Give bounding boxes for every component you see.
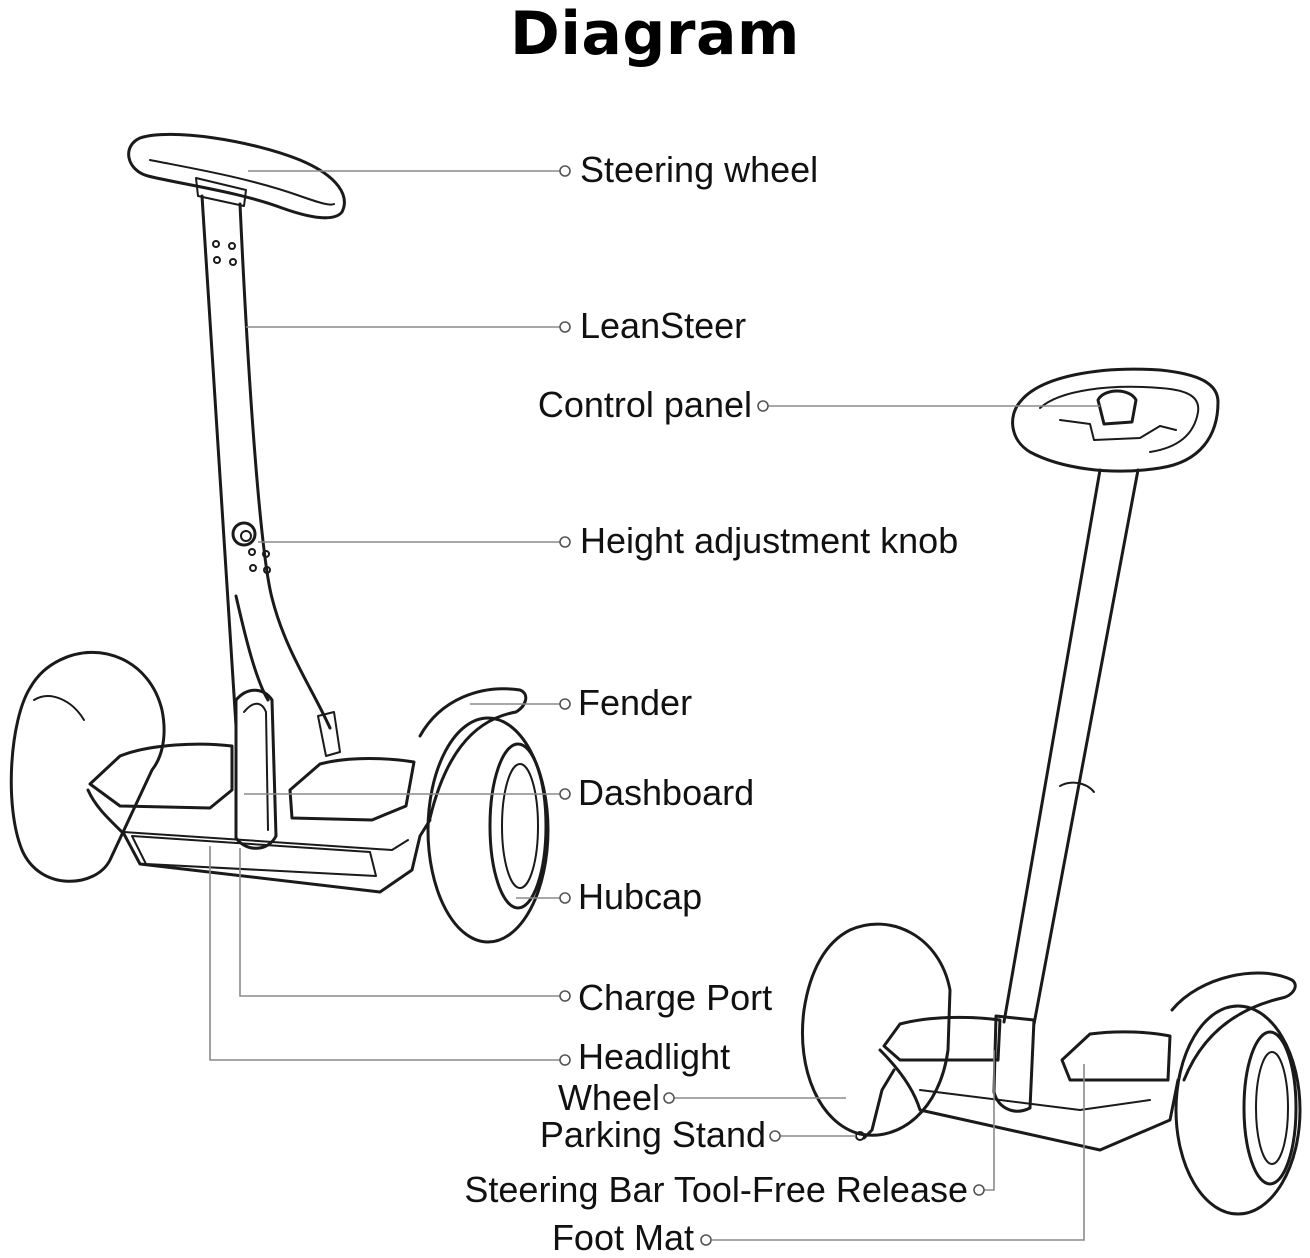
leader-dot-parking-stand <box>769 1130 781 1142</box>
left-stem-holes <box>212 240 271 574</box>
right-steering-wheel-inner <box>1039 385 1200 453</box>
right-steering-pole <box>1002 468 1102 1024</box>
leader-dot-wheel <box>663 1092 675 1104</box>
right-steering-wheel-shape <box>1011 367 1220 473</box>
right-scooter-hubcap <box>1242 1030 1298 1186</box>
left-scooter-left-wheel <box>9 650 166 883</box>
leader-dot-control-panel <box>757 400 769 412</box>
label-charge-port: Charge Port <box>578 977 773 1018</box>
leader-dot-steering-bar-release <box>973 1184 985 1196</box>
left-steering-stem-rear <box>238 202 332 730</box>
left-dashboard-inner <box>243 702 269 831</box>
right-scooter-left-wheel <box>801 922 952 1137</box>
right-pole-joint <box>1059 781 1095 793</box>
left-stem-clip <box>317 711 341 757</box>
right-scooter-fender <box>1170 971 1297 1082</box>
right-deck-lower <box>919 1089 1151 1111</box>
leader-headlight <box>209 846 560 1061</box>
left-deck-lower <box>123 831 409 851</box>
leader-dot-foot-mat <box>700 1234 712 1246</box>
right-deck-left-pad <box>882 1015 1002 1062</box>
leader-dot-charge-port <box>559 990 571 1002</box>
right-control-panel <box>1096 389 1138 426</box>
label-hubcap: Hubcap <box>578 876 703 917</box>
leader-steering-bar-release <box>984 1050 995 1191</box>
right-scooter-right-wheel <box>1174 1004 1302 1216</box>
left-height-knob <box>231 521 257 547</box>
left-scooter-fender <box>418 687 528 820</box>
right-deck-base <box>878 1048 1180 1152</box>
label-foot-mat: Foot Mat <box>551 1217 694 1258</box>
label-steering-bar-release: Steering Bar Tool-Free Release <box>464 1169 968 1210</box>
right-parking-stand <box>862 1068 896 1140</box>
left-scooter-hubcap-inner <box>501 763 539 889</box>
diagram-title: Diagram <box>510 0 800 69</box>
right-control-panel-base <box>1059 419 1177 441</box>
leader-dot-headlight <box>559 1054 571 1066</box>
left-scooter-illustration <box>9 132 550 944</box>
label-steering-wheel: Steering wheel <box>580 149 819 190</box>
label-wheel: Wheel <box>557 1077 660 1118</box>
right-steering-pole-rear <box>1032 468 1140 1026</box>
leader-dot-steering-wheel <box>559 165 571 177</box>
leader-dot-hubcap <box>559 892 571 904</box>
left-steering-stem <box>200 194 238 728</box>
left-steering-clamp <box>195 177 247 207</box>
left-height-knob-inner <box>240 530 252 542</box>
leader-lines <box>209 165 1100 1246</box>
right-scooter-hubcap-inner <box>1255 1051 1289 1165</box>
left-dashboard-center <box>234 688 278 850</box>
left-steering-wheel-shape <box>127 132 346 220</box>
label-parking-stand: Parking Stand <box>539 1114 766 1155</box>
leader-dot-dashboard <box>559 788 571 800</box>
label-fender: Fender <box>578 682 693 723</box>
left-stem-lower-curve <box>234 594 270 702</box>
leader-charge-port <box>239 848 560 997</box>
label-control-panel: Control panel <box>537 384 752 425</box>
left-deck-right-pad <box>288 757 416 822</box>
label-headlight: Headlight <box>578 1036 731 1077</box>
left-scooter-right-wheel <box>426 716 550 944</box>
right-deck-right-pad <box>1060 1030 1172 1082</box>
label-height-adjustment-knob: Height adjustment knob <box>580 520 959 561</box>
leader-dot-fender <box>559 698 571 710</box>
leader-foot-mat <box>712 1064 1085 1241</box>
leader-dot-height-knob <box>559 536 571 548</box>
left-deck-body <box>88 742 234 810</box>
left-headlight-panel <box>131 835 377 877</box>
label-leansteer: LeanSteer <box>580 305 747 346</box>
left-steering-wheel-inner <box>149 159 335 206</box>
leader-dot-leansteer <box>559 321 571 333</box>
left-scooter-left-wheel-inner <box>33 695 85 721</box>
right-scooter-illustration <box>801 367 1302 1216</box>
label-dashboard: Dashboard <box>578 772 755 813</box>
left-deck-base <box>86 788 432 894</box>
left-scooter-hubcap <box>488 742 548 910</box>
